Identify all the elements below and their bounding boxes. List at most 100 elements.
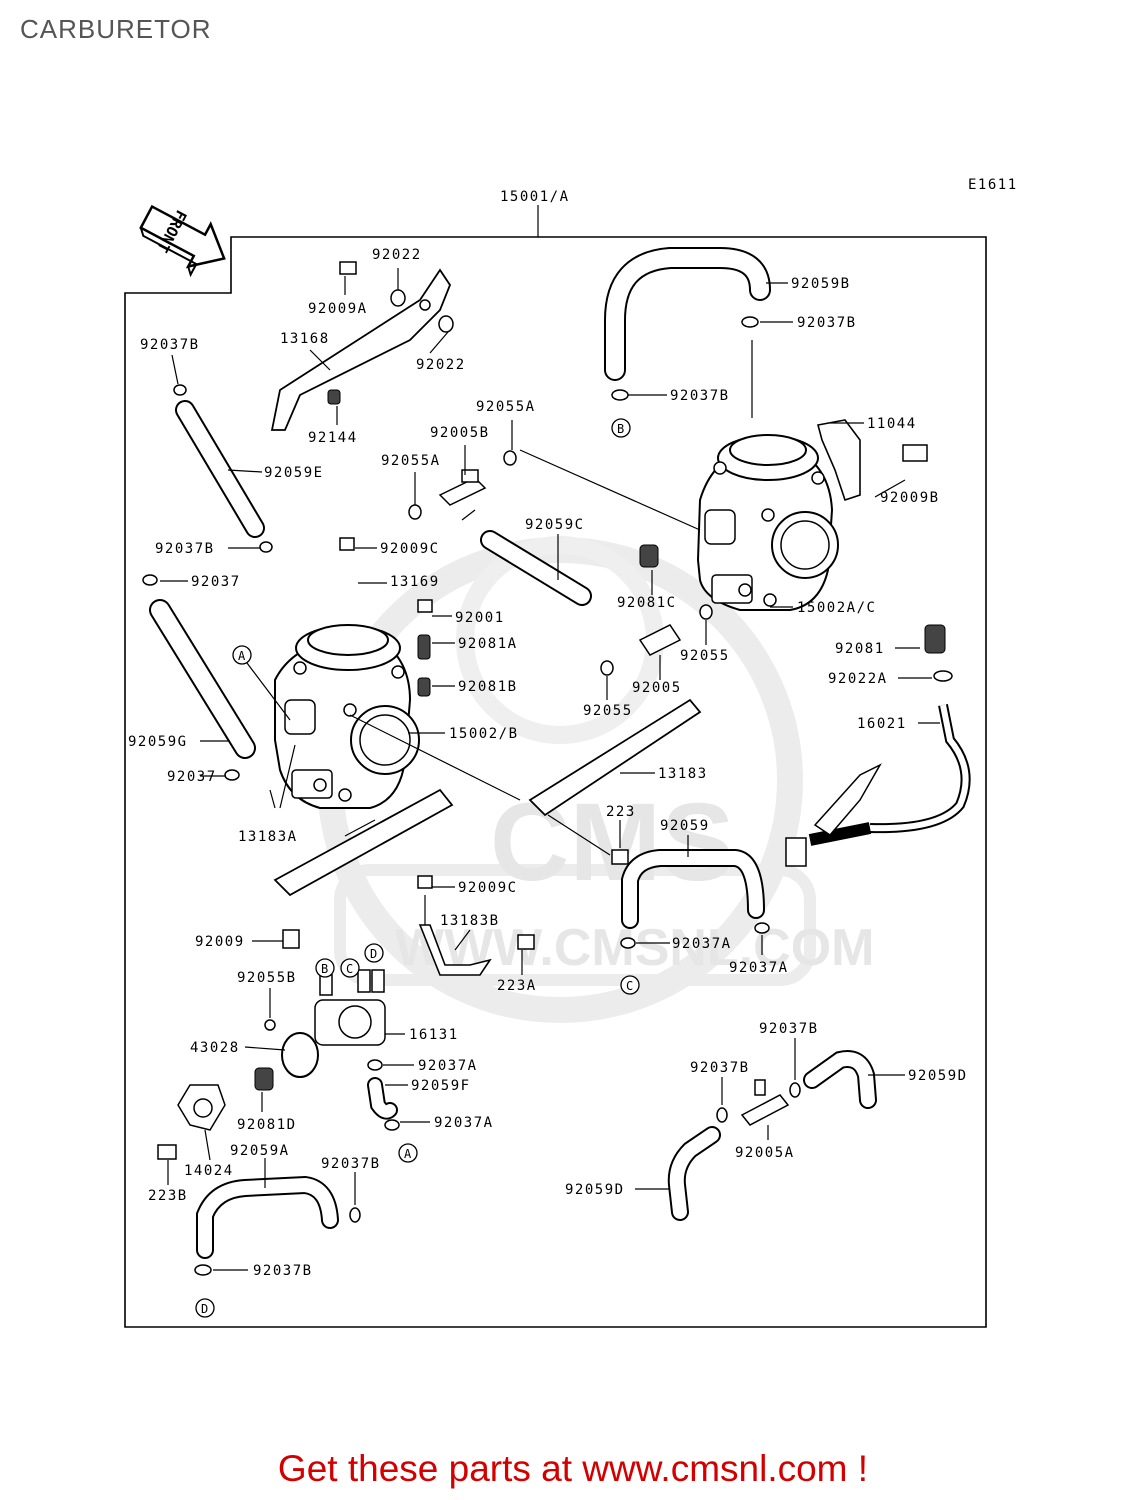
label-92022-top: 92022 (372, 247, 422, 263)
label-15002B: 15002/B (449, 726, 519, 742)
label-14024: 14024 (184, 1163, 234, 1179)
label-92009: 92009 (195, 934, 245, 950)
hose-92059D-lower (667, 1126, 721, 1221)
label-92059: 92059 (660, 818, 710, 834)
label-92144: 92144 (308, 430, 358, 446)
label-92037A-4: 92037A (434, 1115, 494, 1131)
plate-13183 (528, 698, 702, 817)
label-92059F: 92059F (411, 1078, 471, 1094)
label-92009B: 92009B (880, 490, 940, 506)
ref-marker-B2: B (321, 962, 328, 976)
screws (157, 261, 928, 1160)
label-13169: 13169 (390, 574, 440, 590)
watermark-brand: CMS (490, 781, 734, 904)
label-92037B-r1: 92037B (797, 315, 857, 331)
left-carburetor (274, 624, 420, 809)
label-13183: 13183 (658, 766, 708, 782)
label-92037B-b4: 92037B (690, 1060, 750, 1076)
label-92005B: 92005B (430, 425, 490, 441)
diaphragm-43028 (281, 1032, 319, 1078)
label-92009C-2: 92009C (458, 880, 518, 896)
label-92055A-1: 92055A (476, 399, 536, 415)
bracket-13183B (418, 924, 492, 976)
label-92059A: 92059A (230, 1143, 290, 1159)
label-92055A-2: 92055A (381, 453, 441, 469)
ref-marker-D2: D (201, 1302, 208, 1316)
label-223A: 223A (497, 978, 537, 994)
label-92081A: 92081A (458, 636, 518, 652)
label-92005A: 92005A (735, 1145, 795, 1161)
label-92059E: 92059E (264, 465, 324, 481)
tube-92059C (480, 530, 592, 606)
hose-92059 (621, 849, 765, 929)
label-92059B: 92059B (791, 276, 851, 292)
label-92055B: 92055B (237, 970, 297, 986)
tube-92059G (149, 599, 256, 759)
label-92059D-2: 92059D (565, 1182, 625, 1198)
label-92005: 92005 (632, 680, 682, 696)
cover-14024 (177, 1084, 226, 1131)
label-92081C: 92081C (617, 595, 677, 611)
bracket-13168 (270, 268, 452, 431)
springs (254, 389, 946, 1091)
label-92022A: 92022A (828, 671, 888, 687)
label-92009C-1: 92009C (380, 541, 440, 557)
hose-92059B (604, 247, 771, 381)
label-92037A-3: 92037A (418, 1058, 478, 1074)
ref-marker-A2: A (404, 1147, 412, 1161)
footer-cta[interactable]: Get these parts at www.cmsnl.com ! (277, 1448, 869, 1489)
label-92022-mid: 92022 (416, 357, 466, 373)
label-92081: 92081 (835, 641, 885, 657)
label-92037B-l2: 92037B (155, 541, 215, 557)
label-13183B: 13183B (440, 913, 500, 929)
label-92009A: 92009A (308, 301, 368, 317)
label-92059D-1: 92059D (908, 1068, 968, 1084)
diagram-code: E1611 (968, 177, 1018, 193)
joint-92005A (740, 1079, 790, 1126)
label-13183A: 13183A (238, 829, 298, 845)
label-92037B-b2: 92037B (253, 1263, 313, 1279)
label-92081B: 92081B (458, 679, 518, 695)
clips-and-washers (142, 289, 953, 1276)
label-92059G: 92059G (128, 734, 188, 750)
front-arrow-icon: FRONT (139, 204, 226, 278)
label-11044: 11044 (867, 416, 917, 432)
label-15001A: 15001/A (500, 189, 570, 205)
leader-lines (160, 205, 940, 1271)
ref-marker-B1: B (617, 422, 624, 436)
tube-92059E (175, 400, 265, 538)
label-92055-1: 92055 (680, 648, 730, 664)
label-92081D: 92081D (237, 1117, 297, 1133)
label-223B: 223B (148, 1188, 188, 1204)
cable-16021 (785, 704, 971, 867)
plate-13183A (273, 788, 454, 897)
part-labels: 15001/A 92022 92009A 92022 13168 92144 9… (128, 189, 968, 1279)
label-13168: 13168 (280, 331, 330, 347)
filter-92005 (638, 624, 682, 656)
ref-markers: A A B B C C D D (195, 418, 640, 1318)
label-92037-l2: 92037 (167, 769, 217, 785)
label-92037B-b1: 92037B (321, 1156, 381, 1172)
label-92037B-l1: 92037B (140, 337, 200, 353)
label-92037A-2: 92037A (729, 960, 789, 976)
label-92037B-b3: 92037B (759, 1021, 819, 1037)
hose-92059A (196, 1175, 339, 1259)
ref-marker-A1: A (238, 649, 246, 663)
carburetor-exploded-diagram: CMS WWW.CMSNL.COM E1611 FRONT (124, 177, 1018, 1328)
label-92001: 92001 (455, 610, 505, 626)
label-92037-l1: 92037 (191, 574, 241, 590)
label-92037A-1: 92037A (672, 936, 732, 952)
ref-marker-C1: C (346, 962, 353, 976)
label-92055-2: 92055 (583, 703, 633, 719)
joint-92005B (438, 469, 487, 506)
assembly-frame (124, 236, 987, 1328)
hose-92059D-upper (803, 1050, 877, 1109)
label-43028: 43028 (190, 1040, 240, 1056)
ref-marker-D1: D (370, 947, 377, 961)
label-15002AC: 15002A/C (797, 600, 876, 616)
hose-92059F (367, 1077, 398, 1120)
label-92037B-r2: 92037B (670, 388, 730, 404)
label-223: 223 (606, 804, 636, 820)
label-16021: 16021 (857, 716, 907, 732)
fuel-valve-16131 (314, 969, 386, 1046)
